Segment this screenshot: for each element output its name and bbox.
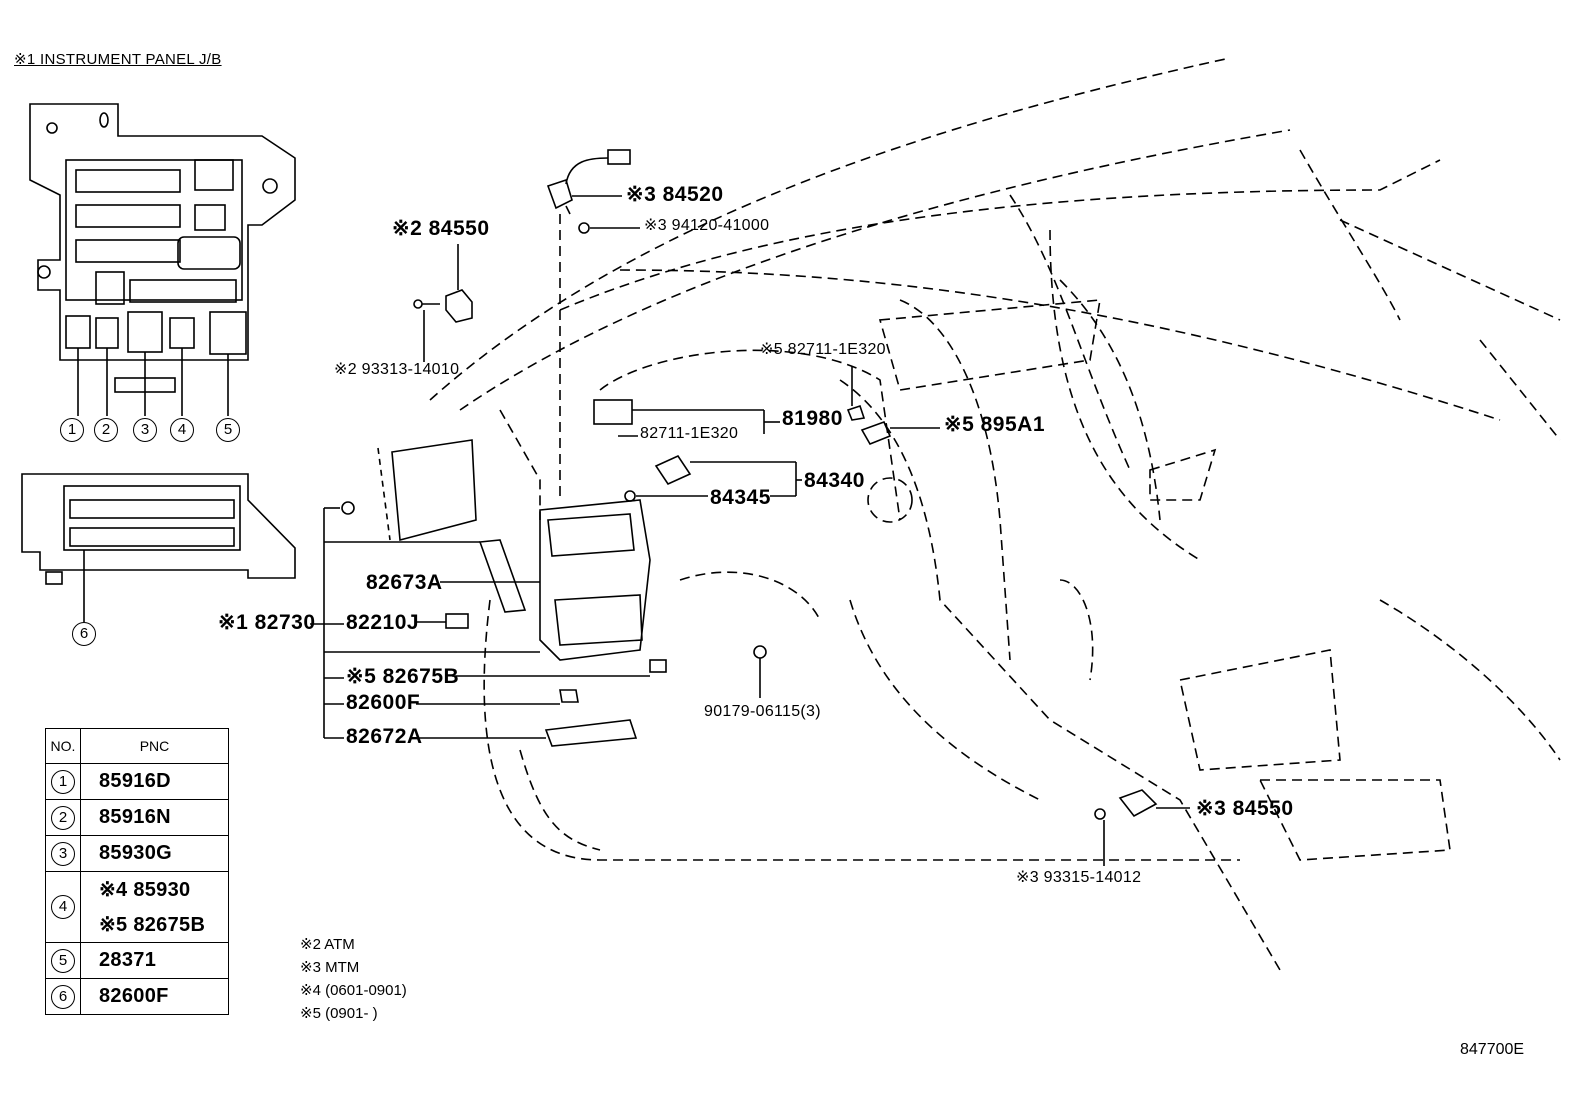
callout-90179-06115: 90179-06115(3) xyxy=(704,703,821,720)
header-no: NO. xyxy=(45,728,81,764)
row-pnc: 28371 xyxy=(80,942,229,979)
callout-82711-1e320-lower: 82711-1E320 xyxy=(640,425,739,442)
note-date-range-5: ※5 (0901- ) xyxy=(300,1005,378,1022)
footnotes: ※2 ATM ※3 MTM ※4 (0601-0901) ※5 (0901- ) xyxy=(300,933,407,1025)
junction-box-top-view xyxy=(29,103,296,416)
callout-84345: 84345 xyxy=(710,486,771,509)
diagram-code: 847700E xyxy=(1460,1041,1525,1058)
row-pnc: 82600F xyxy=(80,978,229,1015)
row-pnc: 85930G xyxy=(80,835,229,872)
callout-82672a: 82672A xyxy=(346,725,423,748)
row-number: 1 xyxy=(51,769,75,794)
row-number: 4 xyxy=(51,895,75,919)
table-row: 1 85916D xyxy=(45,763,229,800)
pnc-table: NO. PNC 1 85916D 2 85916N 3 85930G 4 ※4 … xyxy=(45,728,229,1015)
note-date-range-4: ※4 (0601-0901) xyxy=(300,982,407,999)
callout-82673a: 82673A xyxy=(366,571,443,594)
note-mtm: ※3 MTM xyxy=(300,959,360,976)
row-pnc: 85916N xyxy=(80,799,229,836)
position-marker-6: 6 xyxy=(72,622,96,646)
row-number: 3 xyxy=(51,841,75,866)
position-marker-2: 2 xyxy=(94,418,118,442)
callout-84520: ※3 84520 xyxy=(626,183,724,206)
position-marker-1: 1 xyxy=(60,418,84,442)
table-row: 2 85916N xyxy=(45,799,229,836)
junction-box-connector-view xyxy=(21,473,296,622)
callout-84340: 84340 xyxy=(804,469,865,492)
table-row: 6 82600F xyxy=(45,978,229,1015)
row-pnc: ※4 85930 xyxy=(80,871,229,907)
parts xyxy=(310,149,1190,866)
callout-81980: 81980 xyxy=(782,407,843,430)
diagram-title: ※1 INSTRUMENT PANEL J/B xyxy=(14,51,222,68)
row-number: 2 xyxy=(51,805,75,830)
row-number: 5 xyxy=(51,948,75,973)
row-pnc: ※5 82675B xyxy=(80,907,229,943)
position-marker-3: 3 xyxy=(133,418,157,442)
callout-82730: ※1 82730 xyxy=(218,611,316,634)
table-row: 4 ※4 85930 xyxy=(45,871,229,943)
row-number: 6 xyxy=(51,984,75,1009)
table-row: 3 85930G xyxy=(45,835,229,872)
header-pnc: PNC xyxy=(80,728,229,764)
row-pnc: 85916D xyxy=(80,763,229,800)
position-marker-4: 4 xyxy=(170,418,194,442)
callout-94120-41000: ※3 94120-41000 xyxy=(644,217,770,234)
table-header-row: NO. PNC xyxy=(45,728,229,764)
dashboard-outline xyxy=(429,57,1561,971)
callout-93315-14012: ※3 93315-14012 xyxy=(1016,869,1142,886)
callout-84550-upper: ※2 84550 xyxy=(392,217,490,240)
table-row: 5 28371 xyxy=(45,942,229,979)
note-atm: ※2 ATM xyxy=(300,936,355,953)
table-row: ※5 82675B xyxy=(46,907,229,943)
callout-82210j: 82210J xyxy=(346,611,420,634)
callout-82600f: 82600F xyxy=(346,691,421,714)
callout-82675b: ※5 82675B xyxy=(346,665,460,688)
callout-84550-lower: ※3 84550 xyxy=(1196,797,1294,820)
callout-82711-1e320-upper: ※5 82711-1E320 xyxy=(760,341,886,358)
callout-895a1: ※5 895A1 xyxy=(944,413,1045,436)
callout-93313-14010: ※2 93313-14010 xyxy=(334,361,460,378)
position-marker-5: 5 xyxy=(216,418,240,442)
